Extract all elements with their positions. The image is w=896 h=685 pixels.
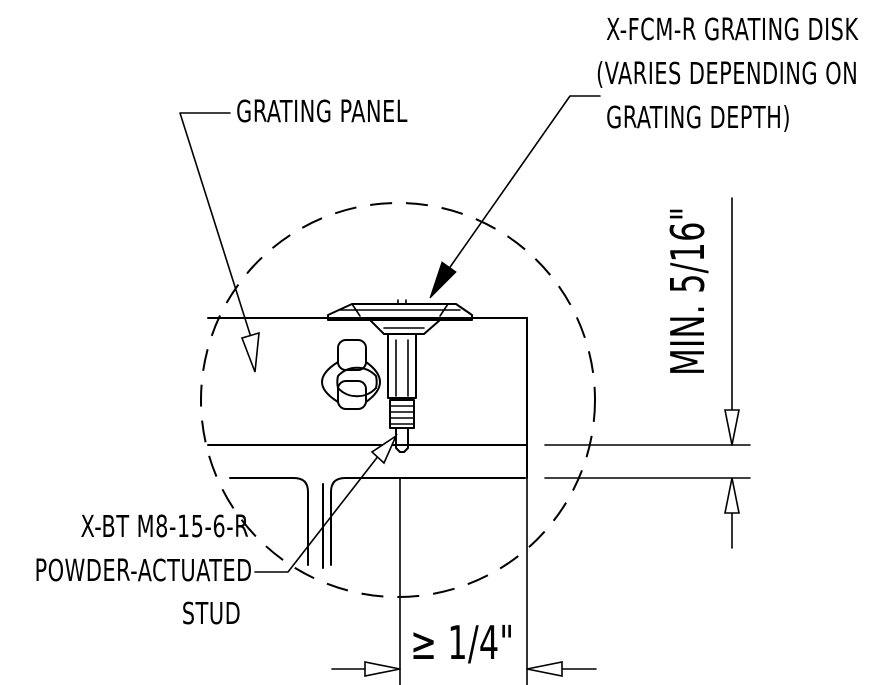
leader-stud [254, 433, 398, 573]
grating-disk [327, 299, 473, 335]
extension-lines [544, 444, 751, 479]
dimension-min-5-16 [724, 197, 740, 549]
label-grating-panel: GRATING PANEL [236, 95, 408, 130]
label-stud-line3: STUD [181, 597, 241, 632]
leader-grating-panel [179, 112, 260, 373]
label-disk-line1: X-FCM-R GRATING DISK [606, 13, 859, 48]
dimension-edge-1-4 [331, 477, 597, 685]
powder-actuated-stud [387, 333, 417, 453]
label-dim-min: MIN. 5/16" [661, 206, 715, 376]
grating-bar [207, 317, 528, 479]
label-stud-line1: X-BT M8-15-6-R [80, 510, 249, 545]
leader-grating-disk [429, 95, 601, 299]
label-disk-line3: GRATING DEPTH) [606, 101, 791, 136]
detail-circle [200, 202, 596, 598]
bearing-bar-slot [321, 339, 381, 410]
label-dim-edge: ≥ 1/4" [410, 616, 515, 670]
label-stud-line2: POWDER-ACTUATED [34, 554, 253, 589]
label-disk-line2: (VARIES DEPENDING ON [596, 57, 859, 92]
